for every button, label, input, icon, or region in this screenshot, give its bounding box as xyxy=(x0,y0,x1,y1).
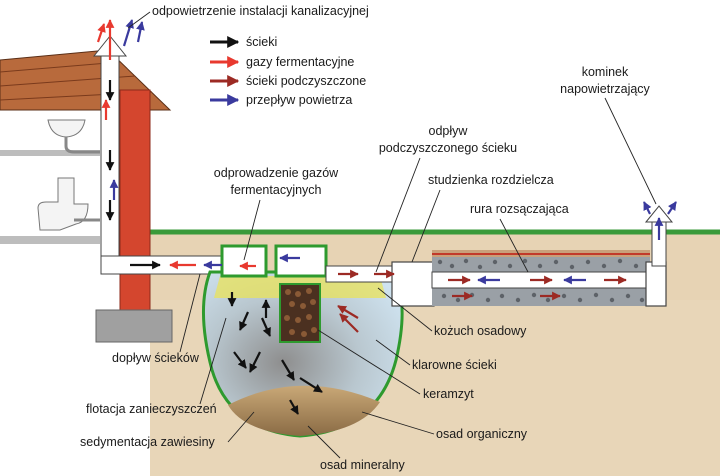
label-gazy-line1: odprowadzenie gazów xyxy=(214,166,339,180)
label-gazy-line2: fermentacyjnych xyxy=(230,183,321,197)
label-kozuch: kożuch osadowy xyxy=(434,324,527,338)
label-flotacja: flotacja zanieczyszczeń xyxy=(86,402,217,416)
label-vent: odpowietrzenie instalacji kanalizacyjnej xyxy=(152,4,369,18)
chimney xyxy=(120,90,150,310)
manhole-right xyxy=(276,246,326,276)
legend-label: gazy fermentacyjne xyxy=(246,55,354,69)
legend-item: gazy fermentacyjne xyxy=(210,55,354,69)
legend-label: przepływ powietrza xyxy=(246,93,352,107)
label-kominek-line2: napowietrzający xyxy=(560,82,650,96)
legend-item: przepływ powietrza xyxy=(210,93,352,107)
label-keramzyt: keramzyt xyxy=(423,387,474,401)
label-odplyw-line1: odpływ xyxy=(429,124,469,138)
label-studzienka: studzienka rozdzielcza xyxy=(428,173,554,187)
distribution-box xyxy=(392,262,434,306)
toilet xyxy=(38,178,88,230)
label-doplyw: dopływ ścieków xyxy=(112,351,200,365)
legend-item: ścieki xyxy=(210,35,277,49)
sink xyxy=(48,120,85,137)
floor-lower xyxy=(0,236,100,244)
label-odplyw-line2: podczyszczonego ścieku xyxy=(379,141,517,155)
legend-label: ścieki xyxy=(246,35,277,49)
end-box xyxy=(646,262,666,306)
label-osad-min: osad mineralny xyxy=(320,458,406,472)
legend: ścieki gazy fermentacyjne ścieki podczys… xyxy=(210,35,366,107)
label-kominek-line1: kominek xyxy=(582,65,629,79)
label-osad-org: osad organiczny xyxy=(436,427,528,441)
manhole-left xyxy=(222,246,266,276)
label-rura: rura rozsączająca xyxy=(470,202,569,216)
legend-item: ścieki podczyszczone xyxy=(210,74,366,88)
label-sedymentacja: sedymentacja zawiesiny xyxy=(80,435,216,449)
label-klarowne: klarowne ścieki xyxy=(412,358,497,372)
foundation xyxy=(96,310,172,342)
legend-label: ścieki podczyszczone xyxy=(246,74,366,88)
